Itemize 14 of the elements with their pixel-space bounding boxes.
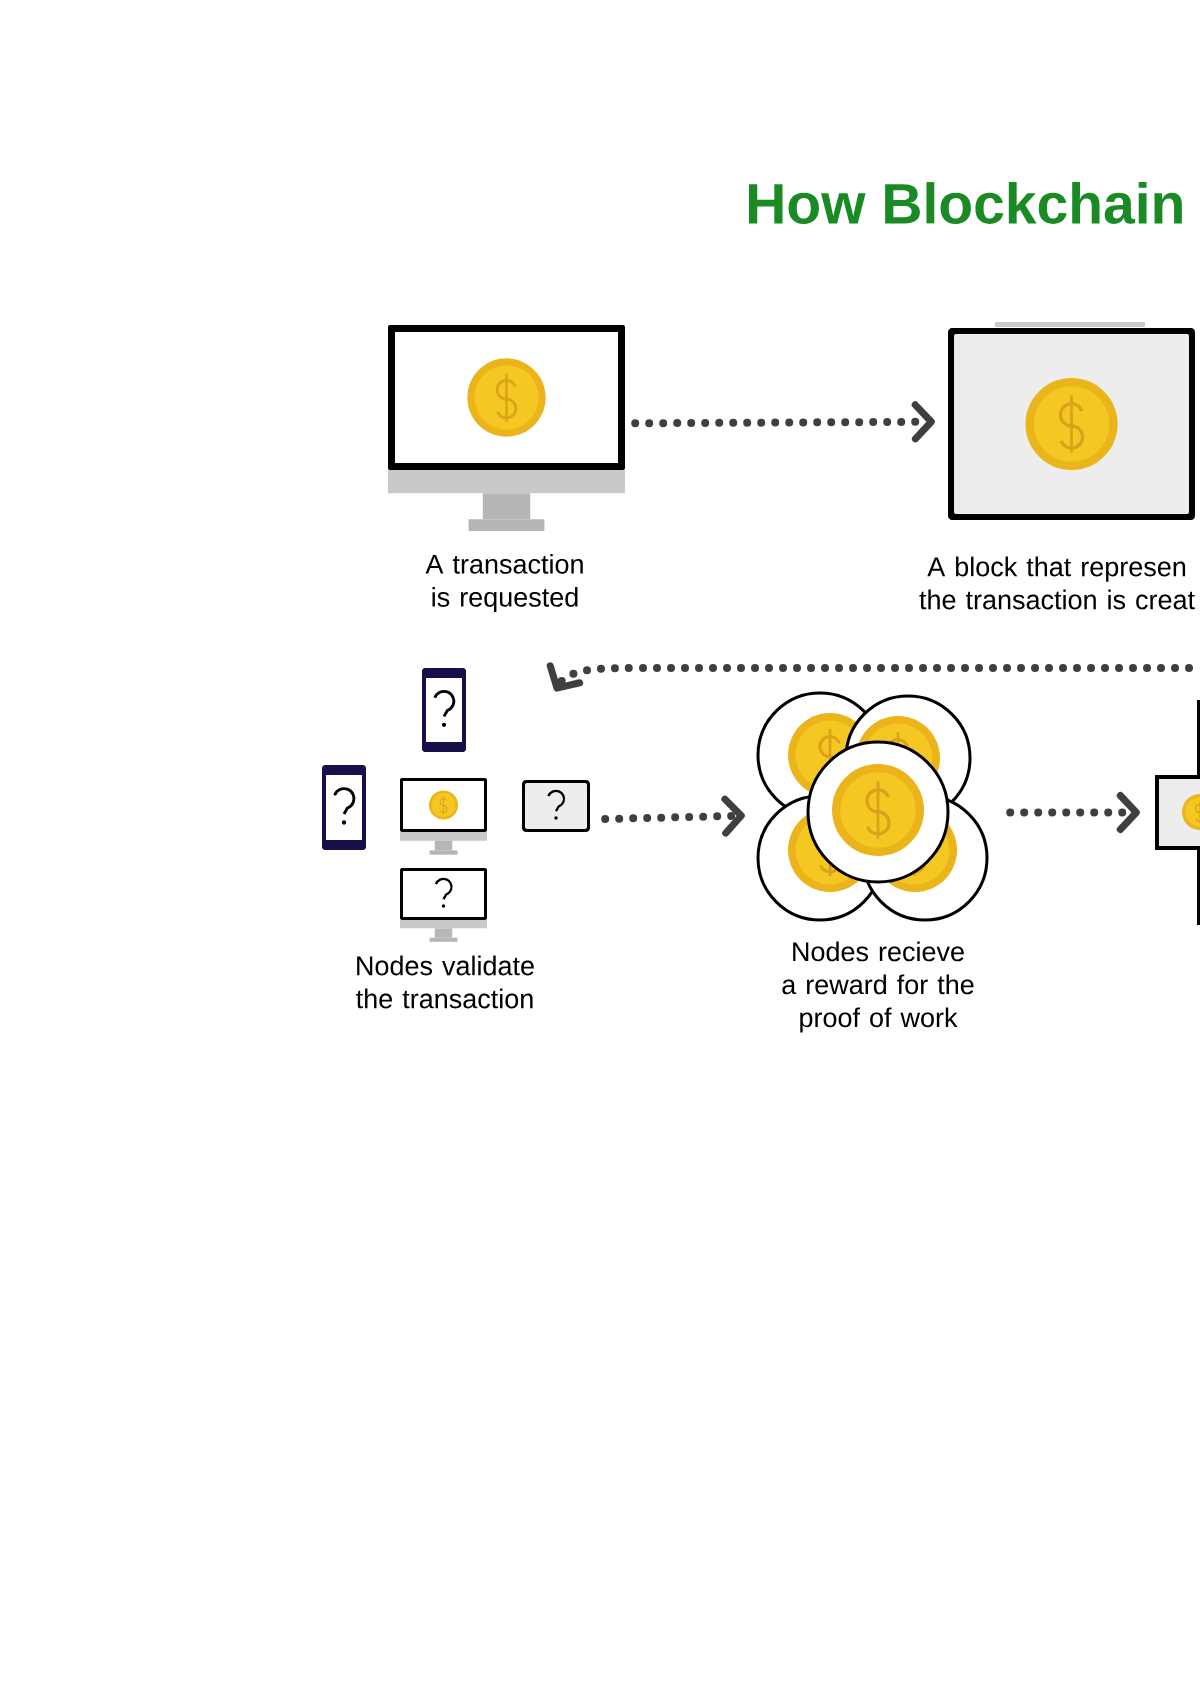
node-label: Nodes validate the transaction (356, 955, 534, 1009)
node-label: A transaction is requested (425, 553, 583, 613)
tablet-drawing (1155, 700, 1200, 925)
devices-drawing (322, 668, 590, 942)
dotted-arrow (546, 662, 1193, 692)
dotted-arrow (631, 401, 935, 443)
title: How Blockchain (749, 182, 1182, 224)
node-label: A block that represen the transaction is creat (919, 556, 1195, 610)
dotted-arrow (601, 795, 745, 837)
tablet-drawing (948, 322, 1195, 520)
coins-drawing (756, 691, 989, 922)
node-label: Nodes recieve a reward for the proof of work (782, 941, 974, 1033)
dotted-arrow (1006, 792, 1140, 833)
monitor-drawing (388, 325, 625, 531)
